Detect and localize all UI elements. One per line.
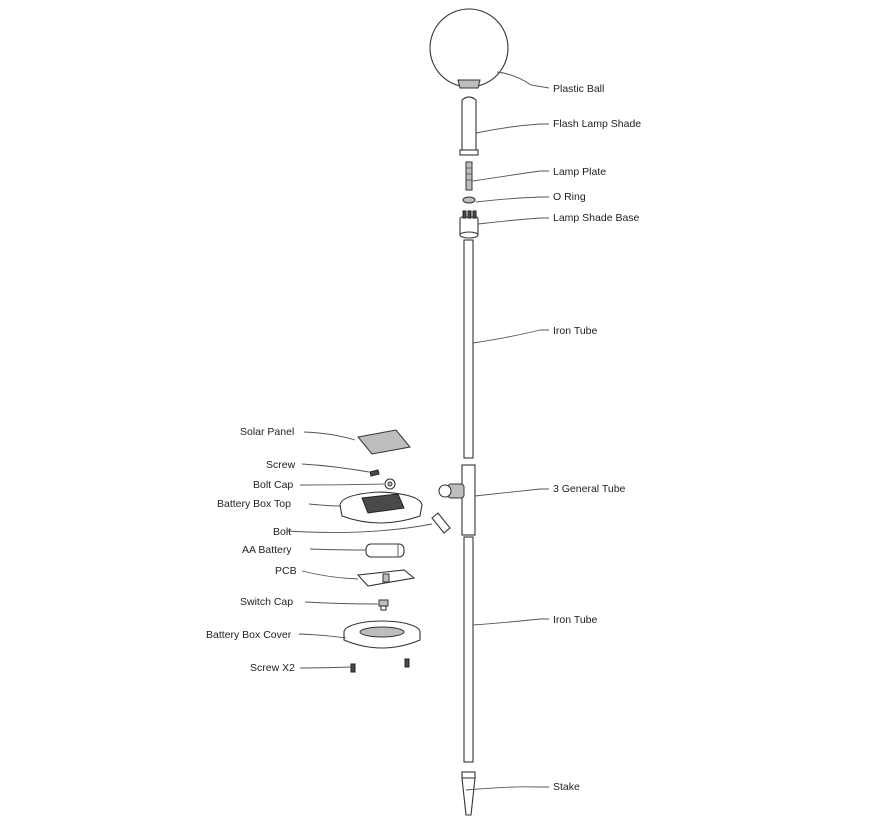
lamp-shade-base — [459, 210, 479, 239]
battery-box-top — [339, 491, 423, 524]
label-bolt: Bolt — [273, 526, 292, 538]
flash-lamp-shade — [459, 96, 479, 156]
iron-tube-lower — [463, 536, 474, 763]
label-solar-panel: Solar Panel — [240, 426, 295, 438]
label-o-ring: O Ring — [553, 191, 586, 203]
label-iron-tube-upper: Iron Tube — [553, 325, 598, 337]
label-battery-box-top: Battery Box Top — [217, 498, 291, 510]
o-ring — [462, 196, 476, 204]
stake — [461, 771, 476, 816]
label-battery-box-cover: Battery Box Cover — [206, 629, 292, 641]
bolt-cap — [384, 478, 396, 490]
bolt-part — [431, 512, 451, 534]
battery-box-cover — [343, 620, 421, 649]
label-switch-cap: Switch Cap — [240, 596, 294, 608]
iron-tube-upper — [463, 239, 474, 459]
label-screw-x2: Screw X2 — [250, 662, 295, 674]
label-three-general-tube: 3 General Tube — [553, 483, 626, 495]
label-plastic-ball: Plastic Ball — [553, 83, 605, 95]
label-stake: Stake — [553, 781, 580, 793]
label-bolt-cap: Bolt Cap — [253, 479, 294, 491]
leader-lines-right — [465, 71, 550, 791]
screw-part — [369, 469, 380, 477]
aa-battery — [365, 543, 405, 558]
label-lamp-shade-base: Lamp Shade Base — [553, 212, 640, 224]
solar-panel — [357, 429, 411, 455]
label-iron-tube-lower: Iron Tube — [553, 614, 598, 626]
label-lamp-plate: Lamp Plate — [553, 166, 607, 178]
screws-x2 — [350, 658, 410, 673]
leader-lines-left — [286, 431, 433, 669]
pcb-part — [356, 569, 416, 587]
lamp-plate — [465, 161, 473, 191]
three-general-tube — [438, 464, 476, 536]
plastic-ball — [429, 8, 509, 89]
label-screw: Screw — [266, 459, 296, 471]
label-pcb: PCB — [275, 565, 297, 577]
switch-cap — [378, 599, 389, 611]
label-flash-lamp-shade: Flash Lamp Shade — [553, 118, 642, 130]
label-aa-battery: AA Battery — [242, 544, 292, 556]
